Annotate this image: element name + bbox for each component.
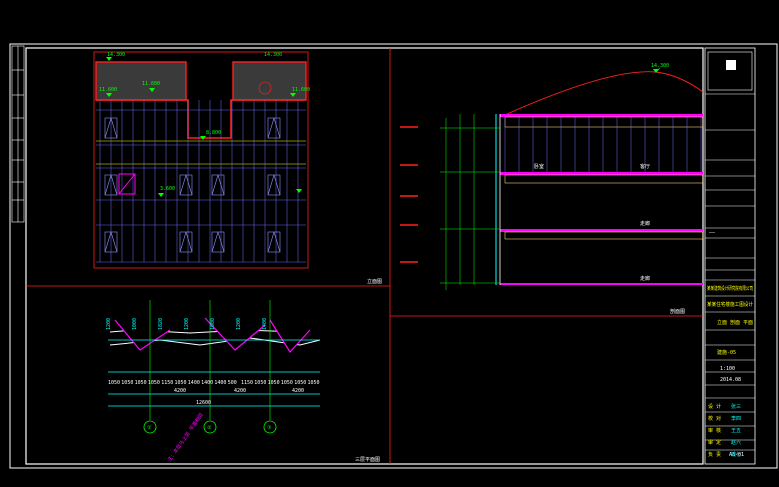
elev-mark-6: 14.300 (264, 52, 282, 58)
plan-bottom-dim: 1400 (214, 380, 226, 386)
tb-role-label: 审 定 (708, 439, 721, 446)
plan-bottom-dim: 1150 (241, 380, 253, 386)
tb-row-5: 建施-05 (717, 349, 736, 356)
plan-bottom-dim: 1400 (201, 380, 213, 386)
section-slabs (500, 114, 703, 285)
tb-signature: 王五 (731, 428, 741, 434)
plan-bottom-dim: 1400 (188, 380, 200, 386)
elev-mark-1: 14.300 (107, 52, 125, 58)
tb-dwg-no: A3-01 (729, 452, 744, 458)
plan-bottom-dim: 1050 (294, 380, 306, 386)
plan-top-dim: 1000 (210, 318, 216, 330)
sheet-inner-border (25, 47, 704, 465)
plan-bottom-dim: 1150 (161, 380, 173, 386)
plan-bottom-dim: 500 (228, 380, 237, 386)
section-top-mark: 14.300 (651, 63, 669, 69)
tb-role-label: 校 对 (708, 415, 721, 422)
plan-top-dim: 1200 (106, 318, 112, 330)
elev-mark-2: 11.600 (142, 81, 160, 87)
room-label-2: 客厅 (640, 163, 650, 170)
tb-signature: 赵六 (731, 439, 741, 446)
tb-signature: 张三 (731, 403, 741, 410)
plan-overall-dim: 12600 (196, 400, 211, 406)
elev-mark-3: 11.600 (99, 87, 117, 93)
sheet-outer-border (9, 43, 778, 469)
plan-top-dim: 1200 (236, 318, 242, 330)
elevation-level-marks (106, 57, 302, 197)
plan-total-dim-3: 4200 (292, 388, 304, 394)
plan-top-dim: 1200 (184, 318, 190, 330)
plan-view-label: 三层平面图 (355, 457, 380, 463)
elevation-view[interactable]: 14.300 11.600 11.600 11.600 8.800 14.300… (93, 51, 310, 269)
tb-scale: 1:100 (720, 366, 735, 372)
tb-signature: 李四 (731, 415, 741, 422)
room-label-1: 卧室 (534, 163, 544, 170)
elev-mark-5: 8.800 (206, 130, 221, 136)
plan-total-dim-1: 4200 (174, 388, 186, 394)
room-label-4: 走廊 (640, 275, 650, 282)
plan-bottom-dim: 1050 (281, 380, 293, 386)
grid-bubble-2: ② (207, 425, 212, 431)
plan-bottom-dim: 1050 (135, 380, 147, 386)
plan-bottom-dim: 1050 (268, 380, 280, 386)
grid-bubble-3: ③ (267, 425, 272, 431)
grid-bubble-1: ① (147, 425, 152, 431)
tb-signature: 钱七 (731, 451, 741, 458)
tb-row-1: —— (709, 230, 716, 236)
section-view-label: 剖面图 (670, 308, 685, 315)
tb-role-label: 负 责 (708, 451, 721, 458)
tb-row-3: 某某住宅楼施工图设计 (707, 301, 753, 308)
plan-bottom-dim: 1050 (175, 380, 187, 386)
plan-bottom-dim: 1050 (308, 380, 320, 386)
room-label-3: 走廊 (640, 220, 650, 227)
plan-bottom-dim: 1050 (108, 380, 120, 386)
tb-date: 2014.08 (720, 377, 741, 383)
tb-role-label: 审 核 (708, 427, 721, 434)
binding-strip (11, 45, 25, 223)
elev-mark-4: 11.600 (292, 87, 310, 93)
tb-row-4: 立面 剖面 平面 (717, 319, 753, 326)
plan-top-dim: 1000 (132, 318, 138, 330)
tb-role-label: 设 计 (708, 403, 721, 410)
section-view[interactable]: 14.300 (400, 63, 704, 290)
plan-top-dim: 1400 (262, 318, 268, 330)
tb-row-2: 某某建筑设计研究院有限公司 (707, 285, 753, 292)
plan-bottom-dim: 1050 (148, 380, 160, 386)
plan-bottom-dim: 1050 (254, 380, 266, 386)
plan-grid-bubbles (143, 420, 277, 434)
elev-mark-7: 3.600 (160, 186, 175, 192)
title-block[interactable]: —— 某某建筑设计研究院有限公司 某某住宅楼施工图设计 立面 剖面 平面 建施-… (704, 47, 756, 465)
elevation-view-label: 立面图 (367, 278, 382, 285)
plan-total-dim-2: 4200 (234, 388, 246, 394)
plan-top-dim: 1820 (158, 318, 164, 330)
plan-bottom-dim: 1050 (121, 380, 133, 386)
